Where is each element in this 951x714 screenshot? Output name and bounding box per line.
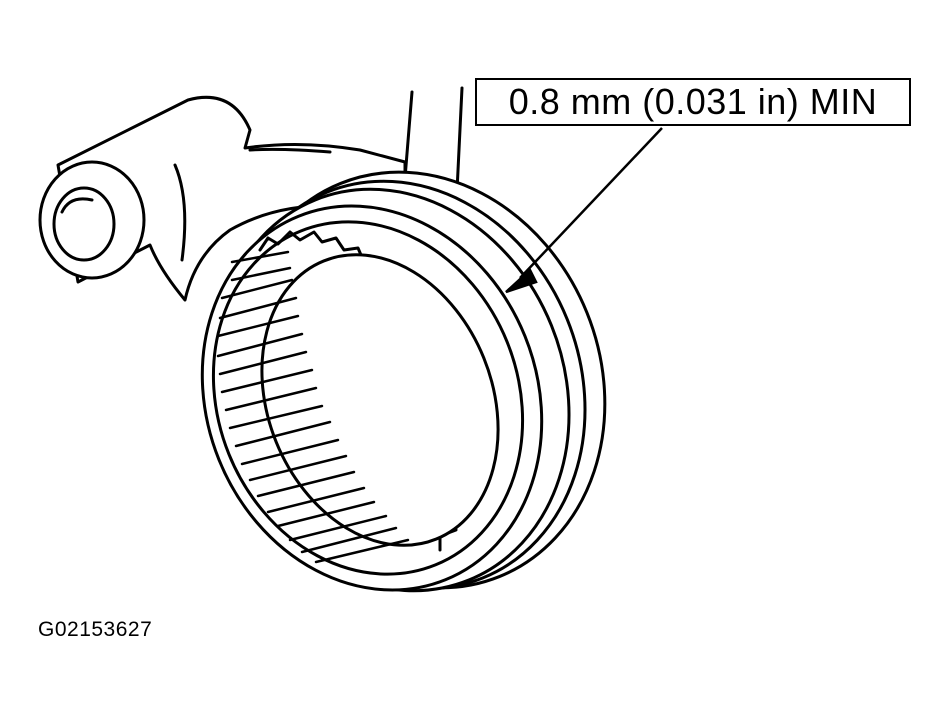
- spline-channels: [216, 250, 410, 564]
- callout-leader-line: [519, 127, 663, 279]
- fork-web-edge: [173, 147, 332, 262]
- figure-id: G02153627: [38, 618, 153, 641]
- callout-arrowhead: [505, 267, 538, 294]
- callout-box: 0.8 mm (0.031 in) MIN: [475, 78, 911, 126]
- fork-boss-inner-edge: [60, 197, 94, 214]
- sleeve-bore: [260, 253, 500, 547]
- callout-label: 0.8 mm (0.031 in) MIN: [508, 81, 878, 122]
- fork-boss-bore: [52, 186, 116, 262]
